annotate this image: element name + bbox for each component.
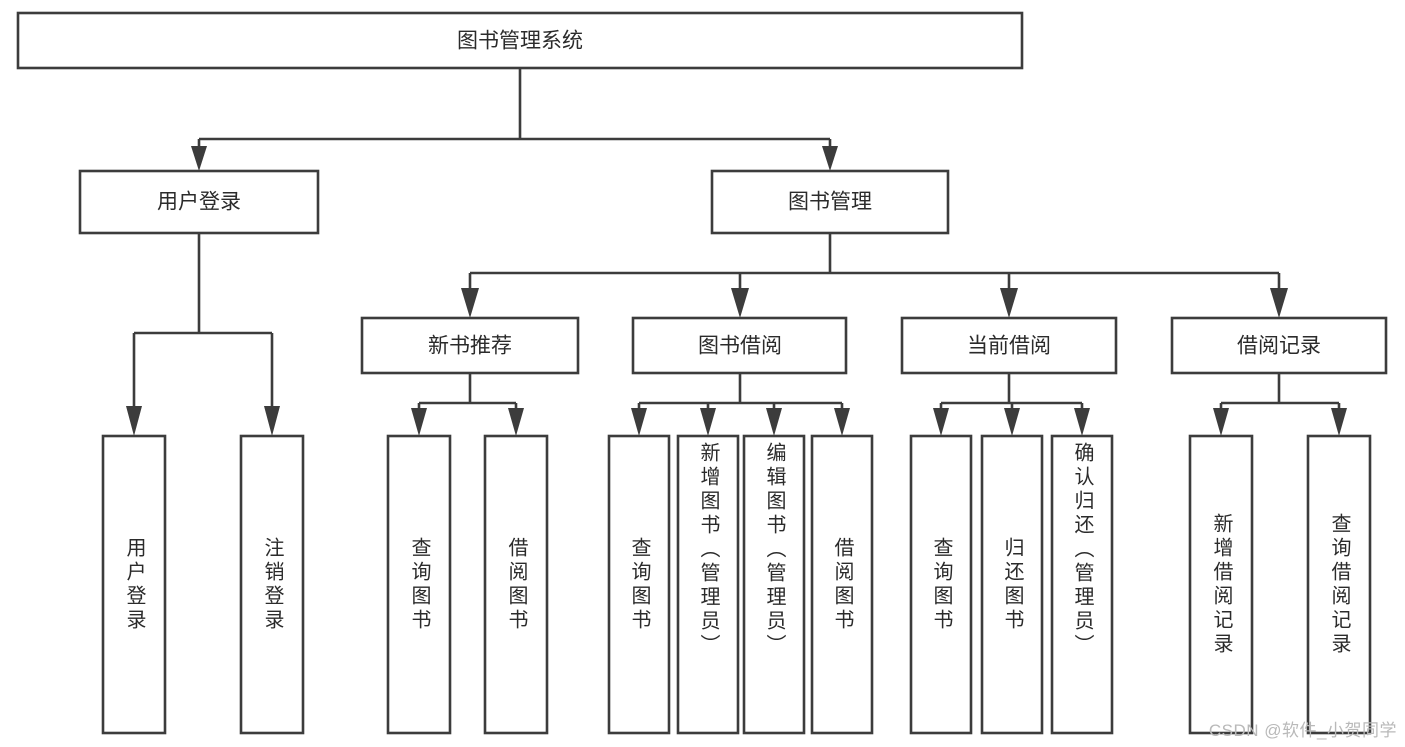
- arrow-head-new-book-recommend: [461, 288, 479, 318]
- arrow-head-leaf-query-book-cur: [933, 408, 949, 436]
- node-leaf-query-borrow-record[interactable]: [1306, 434, 1372, 735]
- node-new-book-recommend-label: 新书推荐: [428, 335, 512, 358]
- node-leaf-query-book-borrow[interactable]: [607, 434, 671, 735]
- node-leaf-confirm-return-admin[interactable]: [1050, 434, 1114, 735]
- arrow-head-leaf-query-borrow-record: [1331, 408, 1347, 436]
- node-leaf-return-book[interactable]: [980, 434, 1044, 735]
- node-current-borrow[interactable]: 当前借阅: [900, 316, 1118, 375]
- node-leaf-add-borrow-record[interactable]: [1188, 434, 1254, 735]
- arrow-head-book-borrow: [731, 288, 749, 318]
- arrow-head-leaf-add-book-admin: [700, 408, 716, 436]
- node-book-borrow-label: 图书借阅: [698, 335, 782, 358]
- node-borrow-record[interactable]: 借阅记录: [1170, 316, 1388, 375]
- arrow-head-leaf-add-borrow-record: [1213, 408, 1229, 436]
- arrow-head-borrow-record: [1270, 288, 1288, 318]
- arrow-head-leaf-query-book-rec: [411, 408, 427, 436]
- arrow-head-leaf-borrow-book-rec: [508, 408, 524, 436]
- arrow-head-book-manage: [822, 146, 838, 171]
- node-root[interactable]: 图书管理系统: [16, 11, 1024, 70]
- node-user-login-label: 用户登录: [157, 191, 241, 214]
- connector-layer: [126, 68, 1347, 436]
- arrow-head-user-login: [191, 146, 207, 171]
- arrow-head-current-borrow: [1000, 288, 1018, 318]
- node-leaf-user-login[interactable]: [101, 434, 167, 735]
- node-book-manage[interactable]: 图书管理: [710, 169, 950, 235]
- node-borrow-record-label: 借阅记录: [1237, 335, 1321, 358]
- node-leaf-borrow-book-rec[interactable]: [483, 434, 549, 735]
- node-user-login[interactable]: 用户登录: [78, 169, 320, 235]
- node-layer: 图书管理系统 用户登录 图书管理 新书推荐 图书借阅 当前借阅 借阅记录: [16, 11, 1388, 735]
- node-leaf-borrow-book[interactable]: [810, 434, 874, 735]
- node-leaf-logout[interactable]: [239, 434, 305, 735]
- arrow-head-leaf-user-login: [126, 406, 142, 436]
- node-leaf-query-book-rec[interactable]: [386, 434, 452, 735]
- node-leaf-query-book-cur[interactable]: [909, 434, 973, 735]
- arrow-head-leaf-confirm-return-admin: [1074, 408, 1090, 436]
- node-root-label: 图书管理系统: [457, 30, 583, 53]
- arrow-head-leaf-borrow-book: [834, 408, 850, 436]
- node-book-borrow[interactable]: 图书借阅: [631, 316, 848, 375]
- node-book-manage-label: 图书管理: [788, 191, 872, 214]
- arrow-head-leaf-query-book-borrow: [631, 408, 647, 436]
- arrow-head-leaf-return-book: [1004, 408, 1020, 436]
- csdn-watermark: CSDN @软件_小贺同学: [1208, 721, 1397, 740]
- node-current-borrow-label: 当前借阅: [967, 335, 1051, 358]
- node-new-book-recommend[interactable]: 新书推荐: [360, 316, 580, 375]
- node-leaf-add-book-admin[interactable]: [676, 434, 740, 735]
- arrow-head-leaf-edit-book-admin: [766, 408, 782, 436]
- node-leaf-edit-book-admin[interactable]: [742, 434, 806, 735]
- arrow-head-leaf-logout: [264, 406, 280, 436]
